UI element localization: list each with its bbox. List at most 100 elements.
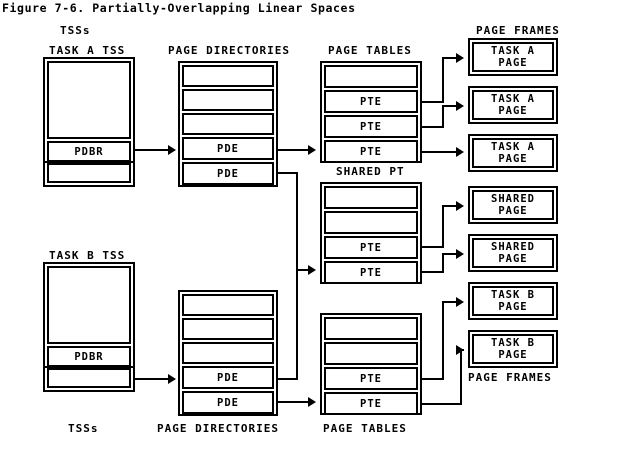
connector-pt-a-pte2-h2 [442, 151, 460, 153]
pd-b-cell-1[interactable] [182, 318, 274, 340]
task-a-tss-box-lower[interactable] [43, 163, 135, 187]
page-table-b-box[interactable]: PTE PTE [320, 313, 422, 415]
pd-b-cell-2[interactable] [182, 342, 274, 364]
connector-pt-b-pte0-h2 [442, 301, 460, 303]
pt-a-cell-pte-1[interactable]: PTE [324, 115, 418, 138]
shared-pt-cell-1[interactable] [324, 211, 418, 234]
page-frame-3-line1: SHARED [491, 193, 535, 205]
page-frame-4[interactable]: SHARED PAGE [468, 234, 558, 272]
arrowhead-pt-b-pte1-to-frame-6 [456, 345, 464, 355]
arrowhead-pd-a-pde0-to-pt-a [308, 145, 316, 155]
connector-pd-b-pde0-v [296, 271, 298, 380]
pd-b-cell-0[interactable] [182, 294, 274, 316]
task-a-tss-cell-pdbr[interactable]: PDBR [47, 141, 131, 162]
pd-b-cell-pde-0[interactable]: PDE [182, 366, 274, 389]
page-frame-3-inner: SHARED PAGE [472, 190, 554, 220]
connector-pt-a-pte1-h2 [442, 105, 460, 107]
shared-page-table-box[interactable]: PTE PTE [320, 182, 422, 284]
header-page-tables-top: PAGE TABLES [328, 44, 412, 57]
page-frame-6-inner: TASK B PAGE [472, 334, 554, 364]
arrowhead-shared-pte0-to-frame-3 [456, 201, 464, 211]
connector-pt-a-pte1-h1 [422, 126, 444, 128]
page-directory-b-box[interactable]: PDE PDE [178, 290, 278, 416]
connector-pt-b-pte1-v [460, 349, 462, 405]
connector-pt-a-pte0-h2 [442, 57, 460, 59]
connector-shared-pte0-h2 [442, 205, 460, 207]
shared-pt-cell-pte-0[interactable]: PTE [324, 236, 418, 259]
page-frame-2-line2: PAGE [498, 153, 528, 165]
pd-a-cell-0[interactable] [182, 65, 274, 87]
page-frame-0-inner: TASK A PAGE [472, 42, 554, 72]
connector-shared-pte1-h1 [422, 271, 444, 273]
connector-pd-a-pde0-to-pt-a [278, 149, 310, 151]
task-a-tss-cell-2[interactable] [47, 163, 131, 183]
page-frame-0-line1: TASK A [491, 45, 535, 57]
page-frame-2[interactable]: TASK A PAGE [468, 134, 558, 172]
pd-a-cell-pde-0[interactable]: PDE [182, 137, 274, 160]
shared-pt-cell-0[interactable] [324, 186, 418, 209]
page-frame-5-line1: TASK B [491, 289, 535, 301]
page-table-a-box[interactable]: PTE PTE PTE [320, 61, 422, 163]
pd-a-cell-2[interactable] [182, 113, 274, 135]
footer-tss-group-bottom: TSSs [68, 422, 99, 435]
connector-pdbr-a-to-pd-a [135, 149, 170, 151]
task-b-tss-cell-0[interactable] [47, 266, 131, 344]
connector-shared-pte0-v [442, 205, 444, 248]
figure-title: Figure 7-6. Partially-Overlapping Linear… [2, 1, 356, 15]
pd-b-cell-pde-1[interactable]: PDE [182, 391, 274, 414]
connector-shared-pte0-h1 [422, 246, 444, 248]
header-tss-group-top: TSSs [60, 24, 91, 37]
page-frame-5-inner: TASK B PAGE [472, 286, 554, 316]
task-b-tss-box-lower[interactable] [43, 368, 135, 392]
arrowhead-shared-pte1-to-frame-4 [456, 249, 464, 259]
page-frame-2-line1: TASK A [491, 141, 535, 153]
task-a-tss-box[interactable]: PDBR [43, 57, 135, 163]
task-b-tss-box[interactable]: PDBR [43, 262, 135, 368]
arrowhead-pt-a-pte0-to-frame-0 [456, 53, 464, 63]
connector-pdbr-b-to-pd-b [135, 378, 170, 380]
task-b-tss-cell-2[interactable] [47, 368, 131, 388]
pt-b-cell-1[interactable] [324, 342, 418, 365]
connector-shared-pte1-v [442, 253, 444, 273]
connector-pt-b-pte1-h1 [422, 403, 462, 405]
page-frame-4-line2: PAGE [498, 253, 528, 265]
pt-b-cell-pte-1[interactable]: PTE [324, 392, 418, 415]
arrowhead-pd-a-pde1-to-shared-pt [308, 265, 316, 275]
page-frame-0[interactable]: TASK A PAGE [468, 38, 558, 76]
footer-page-tables-bottom: PAGE TABLES [323, 422, 407, 435]
page-directory-a-box[interactable]: PDE PDE [178, 61, 278, 187]
pt-a-cell-pte-2[interactable]: PTE [324, 140, 418, 163]
connector-pt-a-pte0-v [442, 57, 444, 103]
connector-pd-b-pde0-h [278, 378, 298, 380]
arrowhead-pt-a-pte2-to-frame-2 [456, 147, 464, 157]
page-frame-3-line2: PAGE [498, 205, 528, 217]
page-frame-3[interactable]: SHARED PAGE [468, 186, 558, 224]
page-frame-5-line2: PAGE [498, 301, 528, 313]
pt-b-cell-0[interactable] [324, 317, 418, 340]
arrowhead-pd-b-pde1-to-pt-b [308, 397, 316, 407]
pd-a-cell-pde-1[interactable]: PDE [182, 162, 274, 185]
page-frame-2-inner: TASK A PAGE [472, 138, 554, 168]
pt-a-cell-0[interactable] [324, 65, 418, 88]
page-frame-5[interactable]: TASK B PAGE [468, 282, 558, 320]
arrowhead-pdbr-a-to-pd-a [168, 145, 176, 155]
arrowhead-pdbr-b-to-pd-b [168, 374, 176, 384]
page-frame-1-inner: TASK A PAGE [472, 90, 554, 120]
pt-b-cell-pte-0[interactable]: PTE [324, 367, 418, 390]
task-a-tss-cell-0[interactable] [47, 61, 131, 139]
header-task-a-tss: TASK A TSS [49, 44, 126, 57]
footer-page-frames-bottom: PAGE FRAMES [468, 371, 552, 384]
header-page-directories-top: PAGE DIRECTORIES [168, 44, 290, 57]
page-frame-1[interactable]: TASK A PAGE [468, 86, 558, 124]
header-shared-pt: SHARED PT [336, 165, 405, 178]
page-frame-6[interactable]: TASK B PAGE [468, 330, 558, 368]
connector-pd-a-pde1-v [296, 172, 298, 271]
page-frame-4-line1: SHARED [491, 241, 535, 253]
task-b-tss-cell-pdbr[interactable]: PDBR [47, 346, 131, 367]
shared-pt-cell-pte-1[interactable]: PTE [324, 261, 418, 284]
pd-a-cell-1[interactable] [182, 89, 274, 111]
connector-pt-b-pte0-v [442, 301, 444, 380]
arrowhead-pt-a-pte1-to-frame-1 [456, 101, 464, 111]
pt-a-cell-pte-0[interactable]: PTE [324, 90, 418, 113]
